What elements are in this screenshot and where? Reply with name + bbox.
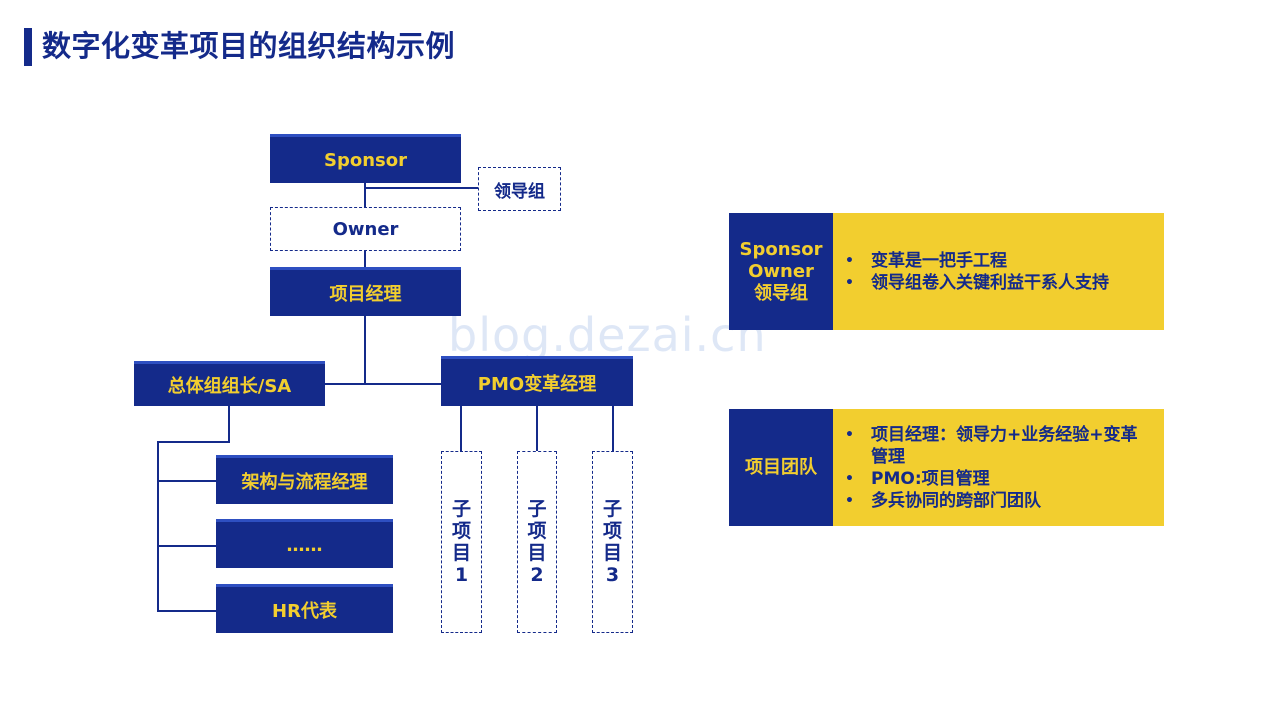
connector-sub2 [536,405,538,451]
pmo-manager-box: PMO变革经理 [441,356,633,406]
hr-rep-box: HR代表 [216,584,393,633]
subproject-char: 1 [454,564,469,586]
info-bullet: PMO:项目管理 [845,468,1150,490]
ellipsis-label: …… [286,534,323,556]
info-header-line: 项目团队 [745,456,817,478]
connector-sub3 [612,405,614,451]
info-team-header: 项目团队 [729,409,833,526]
subproject-char: 子 [602,498,622,520]
connector-branch-arch [157,480,216,482]
arch-manager-box: 架构与流程经理 [216,455,393,504]
subproject-char: 目 [451,542,471,564]
info-header-line: Sponsor [739,238,823,260]
owner-box: Owner [270,207,461,251]
overall-lead-box: 总体组组长/SA [134,361,325,406]
info-sponsor-header: Sponsor Owner 领导组 [729,213,833,330]
sponsor-box: Sponsor [270,134,461,183]
info-bullet: 多兵协同的跨部门团队 [845,490,1150,512]
subproject-char: 项 [451,520,471,542]
subproject-3-box: 子 项 目 3 [592,451,633,633]
watermark: blog.dezai.cn [448,308,767,362]
info-header-line: 领导组 [754,282,808,304]
page-title: 数字化变革项目的组织结构示例 [42,29,456,63]
hr-rep-label: HR代表 [272,601,337,622]
overall-lead-label: 总体组组长/SA [167,376,292,397]
subproject-2-box: 子 项 目 2 [517,451,557,633]
connector-sub1 [460,405,462,451]
subproject-char: 子 [527,498,547,520]
connector-left-trunk [157,441,159,612]
info-header-line: Owner [748,260,814,282]
leadership-group-box: 领导组 [478,167,561,211]
info-sponsor-content: 变革是一把手工程 领导组卷入关键利益干系人支持 [833,213,1164,330]
subproject-char: 项 [527,520,547,542]
connector-sa-down [228,405,230,443]
project-manager-label: 项目经理 [329,284,402,305]
subproject-char: 目 [527,542,547,564]
subproject-char: 目 [602,542,622,564]
connector-leadership [365,187,479,189]
info-bullet: 领导组卷入关键利益干系人支持 [845,272,1150,294]
info-team-list: 项目经理：领导力+业务经验+变革管理 PMO:项目管理 多兵协同的跨部门团队 [845,424,1150,512]
title-accent-bar [24,28,32,66]
connector-sponsor-owner [364,182,366,208]
connector-owner-pm [364,250,366,268]
owner-label: Owner [332,218,399,240]
info-sponsor-list: 变革是一把手工程 领导组卷入关键利益干系人支持 [845,250,1150,294]
subproject-char: 子 [451,498,471,520]
subproject-1-box: 子 项 目 1 [441,451,482,633]
subproject-char: 3 [605,564,620,586]
sponsor-label: Sponsor [324,149,407,171]
info-bullet: 项目经理：领导力+业务经验+变革管理 [845,424,1150,468]
connector-pm-down [364,316,366,384]
subproject-char: 2 [530,564,544,586]
connector-branch-ellipsis [157,545,216,547]
project-manager-box: 项目经理 [270,267,461,316]
connector-branch-hr [157,610,216,612]
ellipsis-box: …… [216,519,393,568]
subproject-char: 项 [602,520,622,542]
pmo-manager-label: PMO变革经理 [477,373,597,395]
info-team-content: 项目经理：领导力+业务经验+变革管理 PMO:项目管理 多兵协同的跨部门团队 [833,409,1164,526]
info-bullet: 变革是一把手工程 [845,250,1150,272]
leadership-group-label: 领导组 [494,181,545,202]
connector-h-main [324,383,442,385]
connector-sa-h [157,441,230,443]
arch-manager-label: 架构与流程经理 [241,472,368,493]
